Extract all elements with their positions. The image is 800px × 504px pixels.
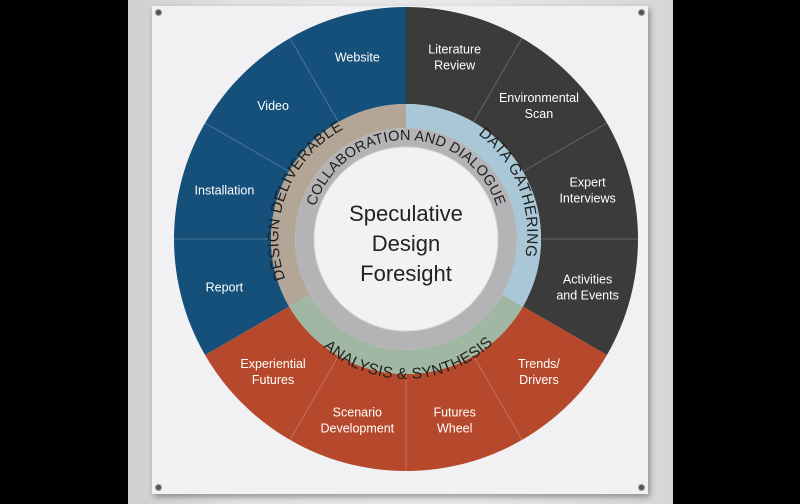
segment-label-analysis-synthesis-0: Trends/Drivers [518, 357, 560, 387]
segment-label-line: Drivers [519, 373, 559, 387]
screw-bottom-right [639, 485, 644, 490]
outer-sector-analysis-synthesis [205, 306, 607, 471]
screw-top-right [639, 10, 644, 15]
phase-ring [271, 104, 541, 374]
ring-sector-analysis-synthesis [289, 294, 523, 374]
segment-divider [522, 122, 608, 172]
segment-divider [473, 37, 523, 123]
segment-label-line: Review [434, 58, 476, 72]
segment-label-line: Installation [195, 183, 255, 197]
segment-divider [473, 355, 523, 441]
outer-ring [174, 7, 638, 471]
segment-label-line: Interviews [559, 191, 615, 205]
ring-sector-design-deliverable [271, 104, 406, 307]
segment-label-line: Literature [428, 42, 481, 56]
segment-label-line: Report [206, 281, 244, 295]
segment-label-line: Futures [433, 406, 475, 420]
outer-sector-data-gathering [406, 7, 638, 355]
segment-label-line: Futures [252, 373, 294, 387]
screw-bottom-left [156, 485, 161, 490]
segment-label-data-gathering-3: Activities and Events [556, 273, 619, 303]
ring-sector-data-gathering [406, 104, 541, 307]
segment-divider [289, 37, 339, 123]
segment-label-line: Environmental [499, 91, 579, 105]
segment-label-line: Experiential [240, 357, 305, 371]
segment-divider [289, 355, 339, 441]
outer-sector-design-deliverable [174, 7, 406, 355]
center-title-line-3: Foresight [360, 261, 452, 286]
segment-label-design-deliverable-1: Installation [195, 183, 255, 197]
segment-label-design-deliverable-3: Website [335, 50, 380, 64]
segment-label-line: Trends/ [518, 357, 560, 371]
segment-label-line: Website [335, 50, 380, 64]
segment-label-line: and Events [556, 289, 619, 303]
segment-label-line: Expert [570, 175, 607, 189]
segment-label-line: Development [321, 422, 395, 436]
segment-label-design-deliverable-0: Report [206, 281, 244, 295]
segment-divider [204, 122, 290, 172]
center-circle-inner-edge [313, 146, 499, 332]
center-title-line-2: Design [372, 231, 440, 256]
segment-label-design-deliverable-2: Video [257, 99, 289, 113]
center-circle [314, 147, 498, 331]
segment-label-line: Scenario [333, 406, 382, 420]
segment-label-line: Scan [525, 107, 554, 121]
segment-label-line: Activities [563, 273, 612, 287]
segment-label-line: Video [257, 99, 289, 113]
screw-top-left [156, 10, 161, 15]
center-title-line-1: Speculative [349, 201, 463, 226]
center-title: Speculative Design Foresight [349, 201, 463, 286]
outer-ring-dividers [174, 37, 638, 471]
segment-label-line: Wheel [437, 422, 472, 436]
